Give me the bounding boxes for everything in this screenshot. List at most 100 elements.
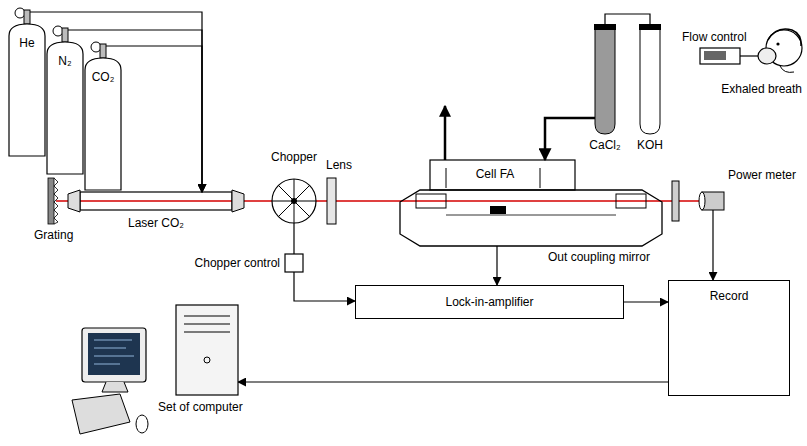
gas-cylinder: N₂ bbox=[46, 24, 84, 174]
monitor bbox=[82, 328, 146, 382]
connector bbox=[122, 46, 202, 192]
mirror-body bbox=[672, 181, 679, 221]
tower bbox=[176, 305, 238, 395]
flow-controller: Flow control bbox=[682, 30, 758, 66]
anchor-area bbox=[702, 192, 724, 210]
drying-tube-outline bbox=[582, 24, 628, 154]
instrument-box: Lock-in-amplifier bbox=[355, 285, 624, 319]
node-text: Cell FA bbox=[460, 167, 530, 181]
chopper-controller: Chopper control bbox=[150, 252, 305, 274]
laser-tube: Laser CO₂ bbox=[68, 186, 244, 234]
anchor-area bbox=[285, 254, 303, 272]
computer-set-outline bbox=[72, 300, 252, 442]
connector bbox=[46, 12, 202, 192]
connector bbox=[294, 272, 355, 301]
computer-set: Set of computer bbox=[72, 300, 252, 442]
gas-cylinder-outline bbox=[84, 40, 122, 190]
instrument-box: Record bbox=[668, 280, 790, 396]
connector bbox=[712, 210, 713, 280]
anchor-area bbox=[640, 24, 660, 134]
valve-outlet bbox=[68, 30, 84, 31]
gas-outlet-arrow bbox=[444, 106, 447, 160]
drying-tube: CaCl₂ bbox=[582, 24, 628, 154]
valve-outlet bbox=[106, 46, 122, 47]
node-text: CaCl₂ bbox=[582, 138, 628, 152]
anchor-area bbox=[80, 192, 232, 210]
resonator-wall bbox=[446, 215, 616, 216]
connector bbox=[293, 223, 294, 254]
hair bbox=[768, 29, 801, 46]
node-text: Power meter bbox=[728, 168, 796, 182]
node-text: Record bbox=[669, 289, 789, 303]
drive-slots bbox=[184, 316, 230, 332]
laser-beam bbox=[56, 200, 702, 202]
node-text: He bbox=[8, 36, 46, 50]
valve bbox=[24, 10, 30, 24]
part-label: Lens bbox=[326, 158, 352, 172]
output-mirror bbox=[672, 181, 679, 221]
chopper-wheel: Chopper bbox=[262, 150, 326, 228]
connector bbox=[238, 381, 668, 382]
wheel bbox=[272, 179, 316, 223]
gas-cylinder-outline bbox=[8, 6, 46, 156]
valve bbox=[100, 44, 106, 58]
grating-body bbox=[48, 178, 54, 224]
anchor-area bbox=[758, 26, 802, 74]
hub bbox=[291, 198, 297, 204]
connector bbox=[740, 55, 758, 56]
anchor-area bbox=[700, 48, 740, 64]
cylinder-body bbox=[9, 24, 45, 156]
node-text: Lock-in-amplifier bbox=[356, 295, 623, 309]
valve bbox=[62, 28, 68, 42]
anchor-area bbox=[595, 24, 615, 134]
part-label: Grating bbox=[34, 228, 73, 242]
photoacoustic-cell-outline bbox=[400, 160, 662, 246]
node-text: Chopper control bbox=[150, 256, 280, 270]
meter-face bbox=[699, 192, 705, 210]
connector bbox=[605, 14, 650, 24]
connector bbox=[84, 30, 202, 192]
microphone bbox=[490, 206, 506, 214]
screen bbox=[88, 333, 140, 375]
tube bbox=[80, 192, 232, 210]
lens-body bbox=[327, 178, 336, 224]
brewster-window bbox=[68, 190, 80, 212]
monitor-stand bbox=[102, 382, 128, 392]
node-text: Flow control bbox=[682, 30, 747, 44]
part-label: Out coupling mirror bbox=[548, 250, 650, 264]
cell-body bbox=[400, 190, 662, 246]
controller-display bbox=[704, 51, 726, 60]
window-holder bbox=[616, 194, 646, 208]
gas-cylinder: CO₂ bbox=[84, 40, 122, 190]
cylinder-body bbox=[85, 58, 121, 190]
cylinder-body bbox=[47, 42, 83, 174]
power-button bbox=[204, 357, 210, 363]
node-text: Laser CO₂ bbox=[68, 216, 244, 230]
stopper bbox=[639, 24, 661, 30]
gas-cylinder-outline bbox=[46, 24, 84, 174]
grating-teeth bbox=[54, 178, 58, 224]
absorber-tube-outline bbox=[630, 24, 670, 154]
connector bbox=[624, 301, 668, 302]
stopper bbox=[594, 24, 616, 30]
node-text: Chopper bbox=[262, 150, 326, 164]
cell-flange bbox=[430, 160, 575, 190]
gas-cylinder: He bbox=[8, 6, 46, 156]
mouse bbox=[136, 415, 148, 433]
connector bbox=[545, 118, 595, 160]
controller-box bbox=[700, 48, 740, 64]
node-text: N₂ bbox=[46, 54, 84, 68]
power-meter: Power meter bbox=[690, 168, 802, 212]
controller-box bbox=[285, 254, 303, 272]
anchor-area bbox=[272, 179, 316, 223]
jaw bbox=[780, 66, 794, 72]
anchor-area bbox=[176, 305, 238, 395]
eye bbox=[776, 42, 779, 45]
screen-lines bbox=[94, 340, 134, 364]
node-text: KOH bbox=[630, 138, 670, 152]
grating-symbol bbox=[48, 178, 58, 224]
keyboard bbox=[72, 394, 130, 434]
breath-mask bbox=[758, 48, 776, 64]
node-text: Exhaled breath bbox=[700, 82, 802, 96]
